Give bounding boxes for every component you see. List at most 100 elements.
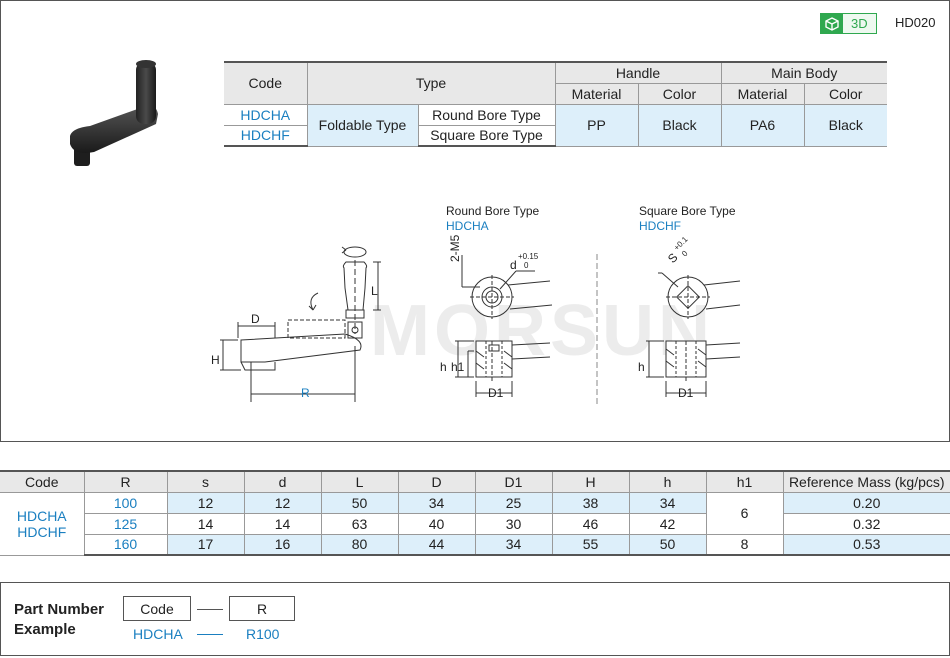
square-bore-drawing bbox=[646, 272, 741, 397]
square-bore-title: Square Bore Type bbox=[639, 204, 736, 218]
cell-h: 42 bbox=[628, 512, 707, 535]
cell-h1-merged: 6 bbox=[705, 491, 784, 535]
header-body-material: Material bbox=[720, 82, 805, 105]
part-number-box-r: R bbox=[229, 596, 295, 621]
label-d-tol-low: 0 bbox=[524, 261, 529, 270]
cell-L: 50 bbox=[320, 491, 399, 514]
cell-s: 14 bbox=[166, 512, 245, 535]
label-d: d bbox=[510, 258, 517, 272]
round-bore-drawing bbox=[455, 255, 553, 397]
cell-d: 16 bbox=[243, 533, 322, 556]
dim-header-D: D bbox=[397, 470, 476, 493]
crank-handle-drawing bbox=[220, 246, 381, 402]
cell-D: 40 bbox=[397, 512, 476, 535]
round-bore-code: HDCHA bbox=[446, 219, 489, 233]
header-handle-material: Material bbox=[555, 82, 639, 105]
label-D1-round: D1 bbox=[488, 386, 504, 400]
part-number-example-code[interactable]: HDCHA bbox=[133, 626, 183, 642]
cube-icon bbox=[821, 14, 843, 33]
cell-H: 38 bbox=[551, 491, 630, 514]
cell-mass: 0.53 bbox=[782, 533, 950, 556]
3d-label: 3D bbox=[843, 14, 876, 33]
label-h-square: h bbox=[638, 360, 645, 374]
label-H: H bbox=[211, 353, 220, 367]
round-bore-title: Round Bore Type bbox=[446, 204, 540, 218]
dim-code-hdchf[interactable]: HDCHF bbox=[17, 523, 67, 540]
cell-h: 50 bbox=[628, 533, 707, 556]
header-main-body: Main Body bbox=[720, 61, 887, 84]
part-number-title: Part Number Example bbox=[14, 600, 104, 640]
part-number-title-line1: Part Number bbox=[14, 601, 105, 618]
dim-header-R: R bbox=[83, 470, 168, 493]
cell-D1: 34 bbox=[474, 533, 553, 556]
cell-L: 63 bbox=[320, 512, 399, 535]
part-number-example-r[interactable]: R100 bbox=[246, 626, 280, 642]
dim-header-h: h bbox=[628, 470, 707, 493]
part-number-separator bbox=[197, 609, 223, 610]
part-number-title-line2: Example bbox=[14, 621, 76, 638]
table-row: 160 17 16 80 44 34 55 50 8 0.53 bbox=[0, 533, 950, 556]
dim-code-hdcha[interactable]: HDCHA bbox=[16, 507, 67, 524]
dim-header-mass: Reference Mass (kg/pcs) bbox=[782, 470, 950, 493]
label-d-tol-up: +0.15 bbox=[518, 252, 539, 261]
part-number-example-separator bbox=[197, 634, 223, 635]
handle-material: PP bbox=[554, 103, 639, 147]
type-group: Foldable Type bbox=[306, 103, 419, 147]
cell-mass: 0.20 bbox=[782, 491, 950, 514]
dim-header-L: L bbox=[320, 470, 399, 493]
header-body-color: Color bbox=[803, 82, 887, 105]
label-2-M5: 2-M5 bbox=[448, 234, 462, 262]
cell-R[interactable]: 160 bbox=[84, 533, 168, 556]
dim-header-h1: h1 bbox=[705, 470, 784, 493]
label-R: R bbox=[301, 386, 310, 400]
cell-H: 55 bbox=[551, 533, 630, 556]
table-row: 125 14 14 63 40 30 46 42 0.32 bbox=[0, 512, 950, 535]
part-number-panel bbox=[0, 582, 950, 656]
label-h-round: h bbox=[440, 360, 447, 374]
cell-s: 12 bbox=[166, 491, 245, 514]
cell-s: 17 bbox=[166, 533, 245, 556]
label-L: L bbox=[371, 284, 378, 298]
cell-D1: 30 bbox=[474, 512, 553, 535]
cell-H: 46 bbox=[551, 512, 630, 535]
cell-h1-last: 8 bbox=[705, 533, 784, 556]
dim-header-code: Code bbox=[0, 470, 85, 493]
handle-color: Black bbox=[637, 103, 722, 147]
product-photo bbox=[70, 60, 158, 166]
subtype-square: Square Bore Type bbox=[417, 124, 555, 147]
cell-d: 12 bbox=[243, 491, 322, 514]
label-D1-square: D1 bbox=[678, 386, 694, 400]
dim-header-s: s bbox=[166, 470, 245, 493]
code-hdchf[interactable]: HDCHF bbox=[224, 124, 308, 147]
spec-table: Code Type Handle Main Body Material Colo… bbox=[224, 61, 887, 147]
header-handle: Handle bbox=[554, 61, 722, 84]
series-code: HD020 bbox=[895, 15, 936, 30]
3d-model-button[interactable]: 3D bbox=[820, 13, 877, 34]
header-code: Code bbox=[224, 61, 308, 105]
cell-mass: 0.32 bbox=[782, 512, 950, 535]
cell-d: 14 bbox=[243, 512, 322, 535]
dim-header-d: d bbox=[243, 470, 322, 493]
cell-D: 44 bbox=[397, 533, 476, 556]
cell-D1: 25 bbox=[474, 491, 553, 514]
body-material: PA6 bbox=[720, 103, 805, 147]
dim-code-cell: HDCHA HDCHF bbox=[0, 491, 85, 556]
divider-line bbox=[596, 254, 598, 404]
label-D: D bbox=[251, 312, 260, 326]
subtype-round: Round Bore Type bbox=[417, 103, 556, 126]
dimension-table: Code R s d L D D1 H h h1 Reference Mass … bbox=[0, 470, 950, 556]
square-bore-code: HDCHF bbox=[639, 219, 681, 233]
cell-R[interactable]: 100 bbox=[83, 491, 168, 514]
header-type: Type bbox=[306, 61, 556, 105]
label-h1: h1 bbox=[451, 360, 465, 374]
cell-D: 34 bbox=[397, 491, 476, 514]
cell-L: 80 bbox=[320, 533, 399, 556]
body-color: Black bbox=[803, 103, 887, 147]
code-hdcha[interactable]: HDCHA bbox=[224, 103, 308, 126]
dim-header-H: H bbox=[551, 470, 630, 493]
part-number-box-code: Code bbox=[123, 596, 191, 621]
cell-R[interactable]: 125 bbox=[84, 512, 168, 535]
table-row: HDCHA HDCHF 100 12 12 50 34 25 38 34 6 0… bbox=[0, 491, 950, 556]
dim-header-D1: D1 bbox=[474, 470, 553, 493]
cell-h: 34 bbox=[628, 491, 707, 514]
